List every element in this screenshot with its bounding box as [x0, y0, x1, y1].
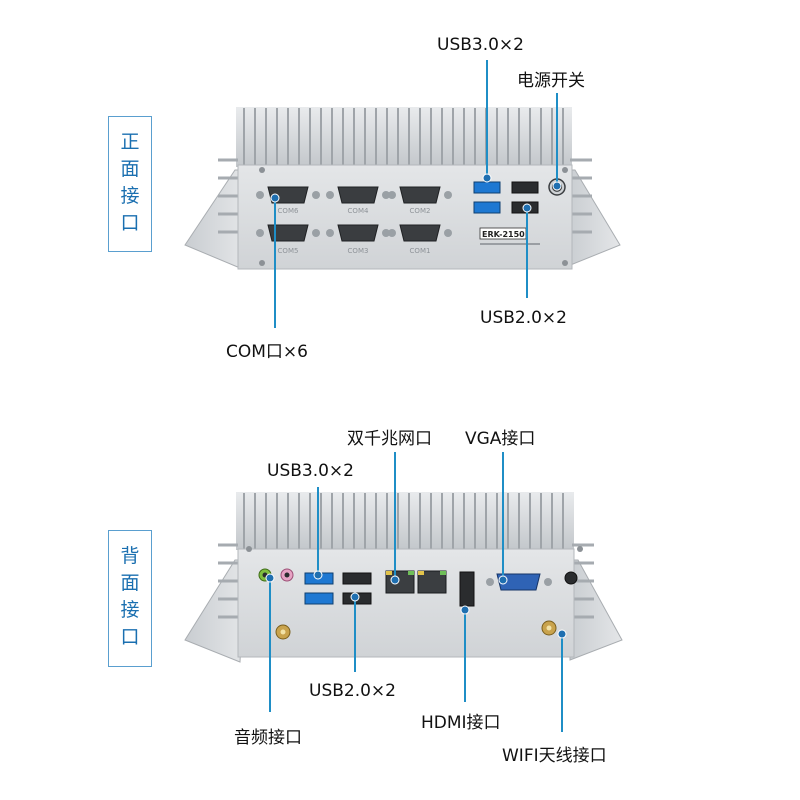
com3-port	[337, 224, 379, 242]
front-side-char-1: 正	[120, 131, 140, 153]
back-device	[184, 492, 623, 663]
back-right-flange	[569, 559, 623, 661]
back-side-char-2: 面	[120, 572, 140, 594]
vga-label: VGA接口	[465, 429, 536, 449]
callout-lines	[269, 60, 563, 732]
back-usb30-dot	[313, 570, 323, 580]
front-heatsink	[218, 107, 592, 234]
front-usb20-label: USB2.0×2	[480, 308, 567, 328]
com5-label: COM5	[278, 247, 299, 255]
power-dot	[552, 181, 562, 191]
lan-label: 双千兆网口	[347, 429, 432, 449]
com3-label: COM3	[348, 247, 369, 255]
back-side-char-1: 背	[120, 545, 140, 567]
hdmi-dot	[460, 605, 470, 615]
back-left-flange	[184, 559, 246, 663]
back-panel	[237, 548, 575, 658]
audio-label: 音频接口	[234, 728, 302, 748]
back-usb30-port-2	[304, 592, 334, 605]
front-usb20-port-1	[511, 181, 539, 194]
front-device: COM6 COM4 COM2 COM5 COM3 COM1 ERK-2150	[184, 107, 621, 270]
back-usb20-port-1	[342, 572, 372, 585]
vga-dot	[498, 575, 508, 585]
back-usb20-dot	[350, 592, 360, 602]
audio-dot	[265, 573, 275, 583]
back-usb20-label: USB2.0×2	[309, 681, 396, 701]
front-usb30-label: USB3.0×2	[437, 35, 524, 55]
power-switch-label: 电源开关	[517, 71, 585, 91]
hdmi-port	[459, 571, 475, 607]
front-usb20-dot	[522, 203, 532, 213]
hdmi-label: HDMI接口	[421, 713, 501, 733]
dc-power-jack	[564, 571, 578, 585]
back-side-char-3: 接	[120, 599, 140, 621]
device-model-label: ERK-2150	[482, 230, 525, 239]
front-side-label: 正 面 接 口	[108, 116, 152, 252]
back-heatsink	[218, 492, 594, 619]
com4-port	[337, 186, 379, 204]
com6-label: COM6	[278, 207, 299, 215]
com-label: COM口×6	[226, 342, 308, 362]
lan-port-2	[417, 570, 447, 594]
front-side-char-4: 口	[120, 212, 140, 234]
front-usb30-port-2	[473, 201, 501, 214]
com-dot	[270, 193, 280, 203]
lan-dot	[390, 575, 400, 585]
com5-port	[267, 224, 309, 242]
front-right-flange	[567, 169, 621, 267]
wifi-label: WIFI天线接口	[502, 746, 607, 766]
front-com-ports	[267, 186, 441, 242]
callout-dots	[265, 173, 567, 639]
vga-port	[496, 573, 541, 591]
front-left-flange	[184, 169, 246, 269]
back-side-label: 背 面 接 口	[108, 530, 152, 667]
com4-label: COM4	[348, 207, 369, 215]
com1-label: COM1	[410, 247, 431, 255]
com2-port	[399, 186, 441, 204]
front-side-char-3: 接	[120, 185, 140, 207]
front-usb30-port-1	[473, 181, 501, 194]
back-usb30-label: USB3.0×2	[267, 461, 354, 481]
wifi-dot	[557, 629, 567, 639]
front-side-char-2: 面	[120, 158, 140, 180]
com2-label: COM2	[410, 207, 431, 215]
front-usb30-dot	[482, 173, 492, 183]
com1-port	[399, 224, 441, 242]
back-side-char-4: 口	[120, 626, 140, 648]
